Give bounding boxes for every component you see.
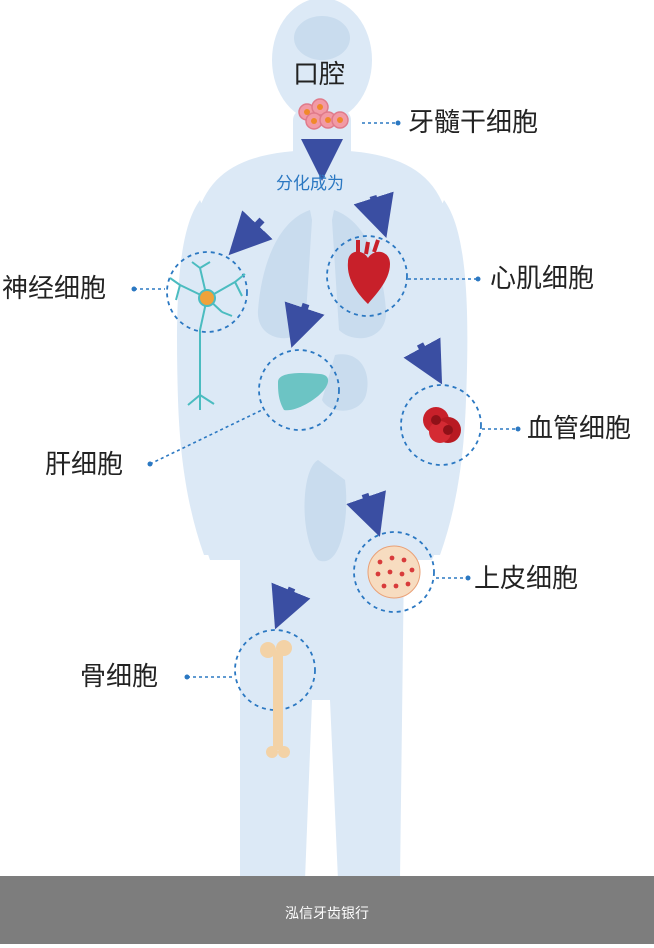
stem-cells-icon (298, 98, 349, 130)
nerve-circle (166, 251, 248, 333)
neuron-body-icon (198, 289, 216, 307)
arrow-liver (284, 301, 325, 348)
cell-circles (166, 235, 482, 711)
origin-label: 口腔 (293, 60, 346, 90)
arrow-vascular (403, 337, 443, 385)
footer-bar: 泓信牙齿银行 (0, 876, 654, 944)
cardiac-cell-label: 心肌细胞 (490, 264, 595, 294)
heart-icon (347, 239, 390, 304)
liver-icon (278, 372, 329, 411)
nerve-cell-label: 神经细胞 (2, 274, 107, 304)
bone-cell-label: 骨细胞 (80, 662, 159, 692)
epithelial-circle (353, 531, 435, 613)
leader-lines (134, 122, 518, 678)
blood-cells-icon (423, 407, 461, 443)
heart-circle (326, 235, 408, 317)
liver-cell-label: 肝细胞 (45, 450, 124, 480)
liver-circle (258, 349, 340, 431)
epithelial-tissue-icon (367, 545, 421, 599)
footer-text: 泓信牙齿银行 (285, 906, 369, 922)
bone-circle (234, 629, 316, 711)
bone-icon (260, 640, 292, 758)
differentiate-label: 分化成为 (276, 174, 344, 194)
arrow-heart (353, 191, 394, 239)
vascular-circle (400, 384, 482, 466)
arrow-bone (271, 582, 311, 630)
arrow-epithelial (346, 490, 386, 537)
epithelial-cell-label: 上皮细胞 (474, 564, 579, 594)
arrow-nerve (228, 210, 273, 256)
arrows (228, 139, 443, 630)
vascular-cell-label: 血管细胞 (527, 414, 632, 444)
source-cell-label: 牙髓干细胞 (408, 108, 539, 138)
leader-dots (131, 120, 521, 680)
